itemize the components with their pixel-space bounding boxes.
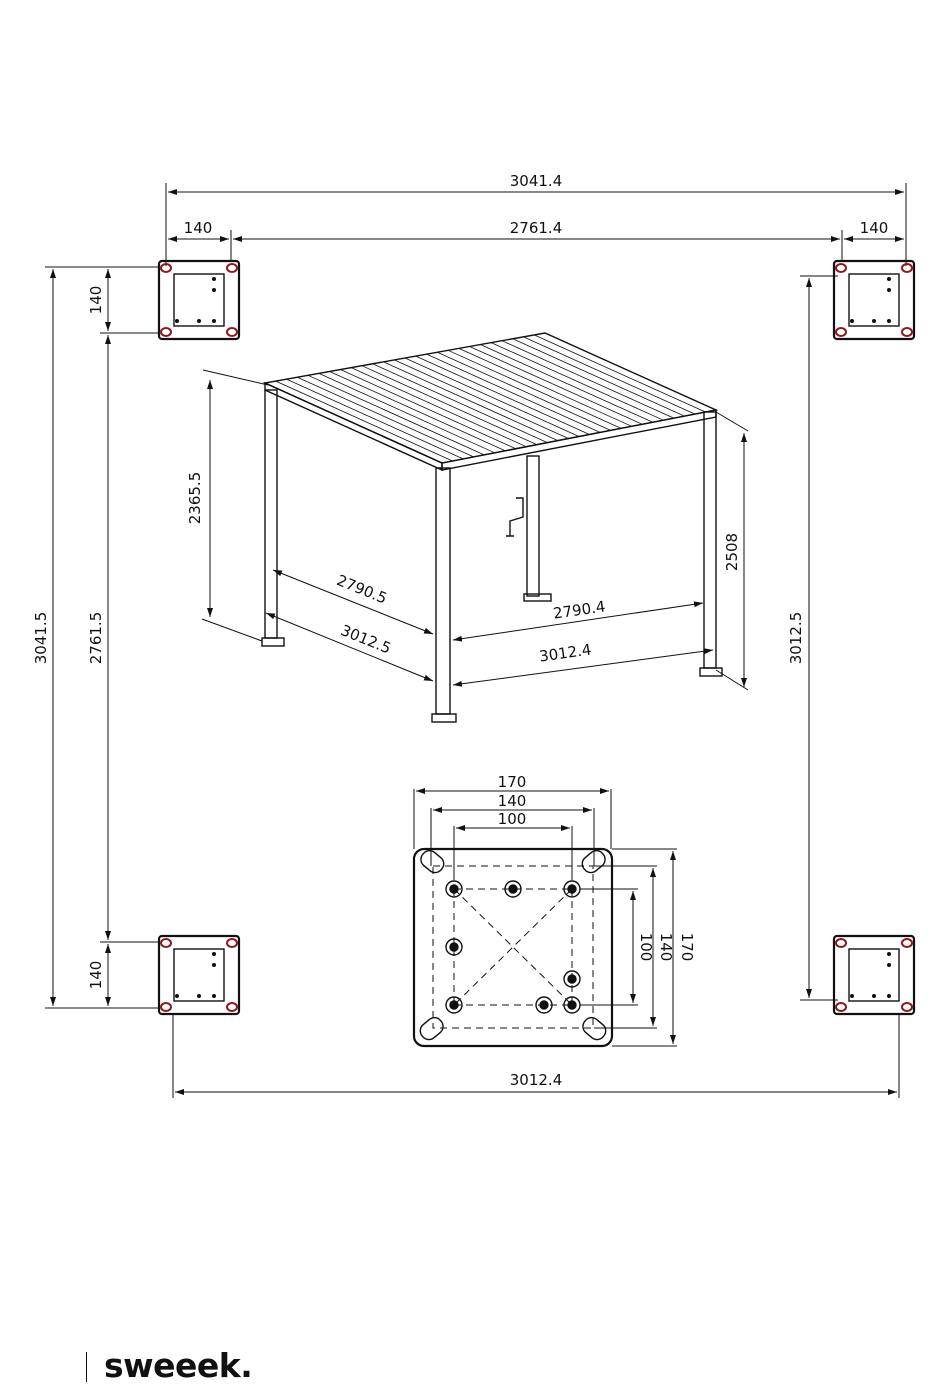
roof-louvre [362, 366, 537, 445]
dim-inner-width-top: 2761.4 [510, 219, 563, 237]
dim-plate-height-mid: 140 [657, 933, 675, 962]
dim-corner-top-left: 140 [87, 286, 105, 315]
dim-depth-right: 3012.5 [787, 612, 805, 665]
dim-overall-width-top: 3041.4 [510, 172, 563, 190]
dim-height-back: 2365.5 [186, 472, 204, 525]
post-plate-top-right [834, 261, 914, 339]
roof-louvre [319, 373, 495, 452]
brand-divider [86, 1352, 87, 1382]
dim-outer-right: 3012.4 [538, 640, 592, 665]
roof-louvre [330, 371, 506, 450]
plan-dimensions-left: 3041.5 2761.5 140 140 [32, 267, 160, 1008]
dim-plate-height-outer: 170 [678, 933, 696, 962]
dim-inner-depth-left: 2761.5 [87, 612, 105, 665]
roof-louvre [276, 381, 453, 461]
post-plate-top-left [159, 261, 239, 339]
roof-louvre [351, 368, 526, 447]
plan-dimensions-right-bottom: 3012.5 3012.4 [173, 276, 899, 1098]
dim-plate-width-outer: 170 [498, 773, 527, 791]
post-plate-bottom-right [834, 936, 914, 1014]
dim-width-bottom: 3012.4 [510, 1071, 563, 1089]
roof-louvre [287, 379, 464, 459]
dim-corner-bottom-left: 140 [87, 961, 105, 990]
dim-plate-height-inner: 100 [637, 933, 655, 962]
dim-height-front: 2508 [723, 533, 741, 571]
dim-plate-width-mid: 140 [498, 792, 527, 810]
dim-outer-left: 3012.5 [338, 621, 393, 657]
base-plate-detail: 170 140 100 170 140 100 [414, 773, 696, 1046]
dim-inner-left: 2790.5 [334, 571, 389, 607]
plan-dimensions: 3041.4 140 2761.4 140 [166, 172, 906, 266]
dim-plate-width-inner: 100 [498, 810, 527, 828]
roof-louvre [340, 370, 515, 449]
pergola-perspective: 2365.5 2508 2790.5 3012.5 2790.4 3012.4 [186, 333, 748, 722]
dim-overall-depth-left: 3041.5 [32, 612, 50, 665]
brand-logo: sweeek. [104, 1346, 252, 1385]
post-plate-bottom-left [159, 936, 239, 1014]
dim-corner-left-top: 140 [184, 219, 213, 237]
dim-corner-right-top: 140 [860, 219, 889, 237]
